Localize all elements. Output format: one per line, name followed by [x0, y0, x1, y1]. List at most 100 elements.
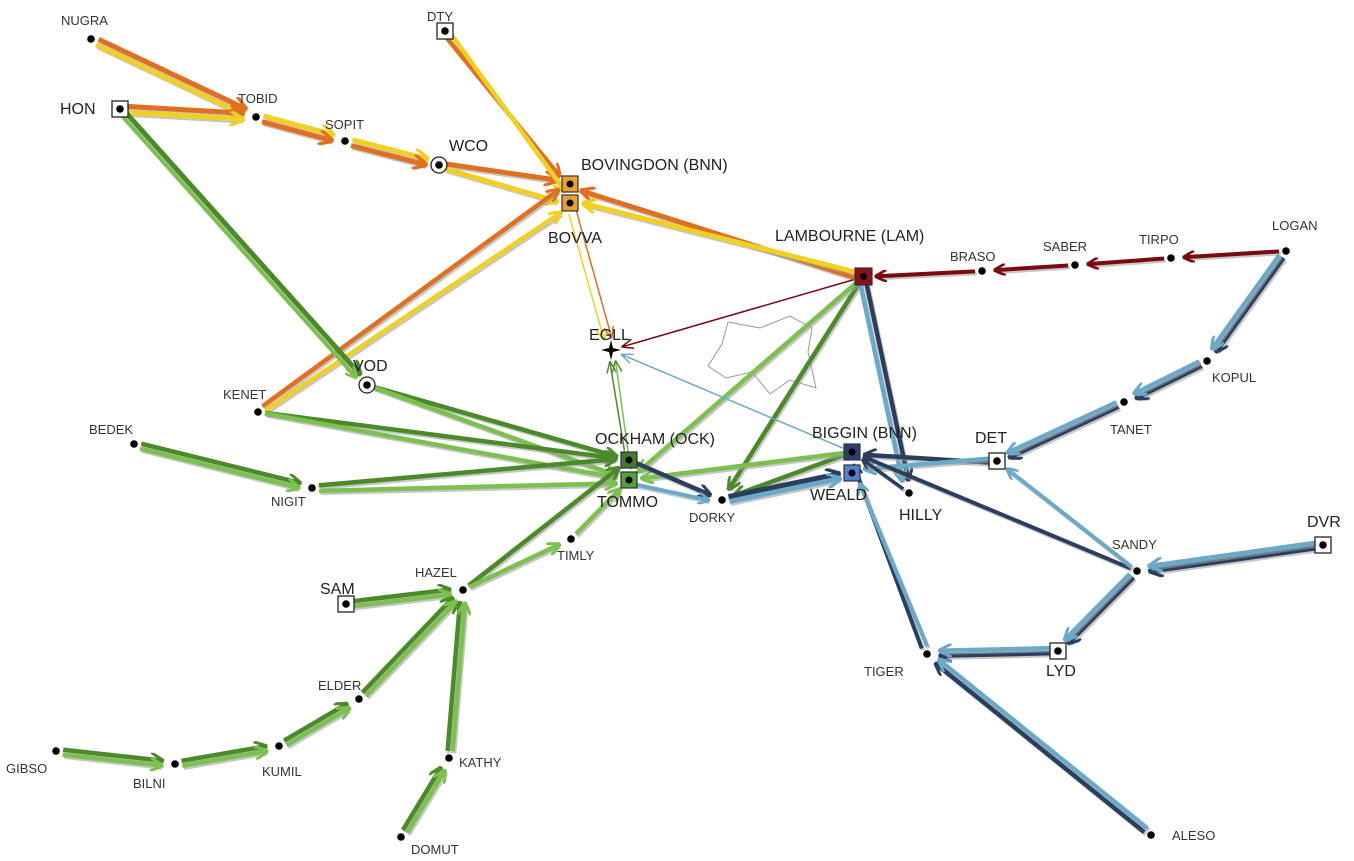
route-braso-lam — [877, 269, 976, 276]
london-boundary — [707, 315, 817, 395]
route-shadow-logan-kopul — [1212, 255, 1283, 352]
waypoint-dot-braso — [978, 267, 986, 275]
route-hon-vod — [124, 111, 359, 373]
route-bedek-nigit — [139, 446, 298, 488]
waypoint-dot-tiger — [923, 650, 931, 658]
route-sandy-lyd — [1066, 572, 1132, 639]
route-shadow-elder-hazel — [362, 599, 456, 697]
label-sopit: SOPIT — [325, 117, 364, 132]
route-kopul-tanet — [1135, 359, 1201, 393]
route-kenet-ock — [264, 410, 615, 458]
route-shadow-elder-hazel — [365, 602, 459, 700]
route-shadow-kumil-elder — [284, 704, 349, 745]
route-dvr-sandy — [1150, 540, 1316, 566]
route-elder-hazel — [364, 602, 456, 698]
label-big: BIGGIN (BNN) — [812, 425, 917, 442]
route-bedek-nigit — [140, 441, 299, 483]
route-shadow-saber-braso — [997, 265, 1070, 275]
bovingdon-hold-symbol — [561, 175, 579, 212]
label-tobid: TOBID — [238, 91, 278, 106]
waypoint-dot-elder — [355, 695, 363, 703]
route-kopul-tanet — [1137, 363, 1203, 398]
waypoint-dot-dty — [441, 27, 449, 35]
route-shadow-tanet-det — [1011, 406, 1121, 461]
waypoint-dot-bedek — [130, 440, 138, 448]
route-bilni-kumil — [182, 751, 265, 768]
label-timly: TIMLY — [557, 548, 595, 563]
route-shadow-domut-kathy — [406, 772, 448, 836]
label-weald: WEALD — [810, 487, 867, 504]
route-kathy-hazel — [450, 604, 465, 752]
route-tommo-dorky — [634, 482, 707, 500]
waypoint-dot-vod — [363, 381, 371, 389]
label-lyd: LYD — [1046, 663, 1076, 680]
label-tiger: TIGER — [864, 664, 904, 679]
label-det: DET — [975, 430, 1007, 447]
route-logan-kopul — [1217, 256, 1286, 351]
label-bovva: BOVVA — [548, 230, 602, 247]
waypoint-dot-wco — [435, 161, 443, 169]
route-hon-vod — [120, 114, 355, 376]
route-nugra-tobid — [97, 37, 245, 108]
route-shadow-tirpo-saber — [1090, 258, 1166, 268]
route-sam-hazel — [352, 590, 449, 604]
route-ock-dorky — [634, 460, 709, 495]
label-hazel: HAZEL — [415, 565, 457, 580]
route-wco-bnn — [445, 161, 556, 180]
label-braso: BRASO — [950, 249, 996, 264]
waypoint-dot-lyd — [1054, 647, 1062, 655]
waypoint-dot-bilni — [171, 760, 179, 768]
route-shadow-kopul-tanet — [1137, 365, 1205, 402]
label-bilni: BILNI — [133, 776, 166, 791]
waypoint-dot-kopul — [1203, 357, 1211, 365]
ockham-hold-symbol — [620, 451, 638, 489]
route-sopit-wco — [350, 143, 425, 165]
waypoint-dot-sopit — [341, 137, 349, 145]
label-aleso: ALESO — [1172, 828, 1215, 843]
label-elder: ELDER — [318, 678, 361, 693]
waypoint-dot-tobid — [252, 113, 260, 121]
route-kumil-elder — [285, 709, 349, 747]
label-hilly: HILLY — [899, 507, 943, 524]
route-vod-ock — [373, 384, 616, 456]
route-lam-tommo — [640, 279, 860, 471]
route-bilni-kumil — [181, 746, 265, 764]
waypoint-dot-kenet — [254, 408, 262, 416]
route-saber-braso — [996, 263, 1069, 270]
approach-ock-egll — [610, 362, 626, 451]
route-shadow-logan-kopul — [1216, 258, 1287, 355]
label-nigit: NIGIT — [271, 494, 306, 509]
label-bedek: BEDEK — [89, 422, 133, 437]
waypoint-dot-logan — [1282, 247, 1290, 255]
label-vod: VOD — [353, 358, 388, 375]
route-big-dorky — [735, 452, 847, 495]
waypoint-dot-nigit — [308, 484, 316, 492]
waypoint-dot-det — [993, 457, 1001, 465]
route-hilly-big — [863, 460, 905, 491]
route-timly-tommo — [574, 490, 619, 536]
route-domut-kathy — [401, 769, 440, 832]
approach-lam-egll — [623, 279, 854, 347]
approach-bovva-egll — [568, 213, 604, 340]
waypoint-dot-gibso — [52, 747, 60, 755]
label-tanet: TANET — [1110, 422, 1152, 437]
route-lam-bovva — [584, 204, 858, 275]
waypoint-dot-hazel — [459, 586, 467, 594]
label-gibso: GIBSO — [6, 761, 47, 776]
route-hazel-ock — [467, 469, 618, 588]
route-nigit-tommo — [319, 483, 615, 494]
label-egll: EGLL — [589, 327, 630, 344]
label-wco: WCO — [449, 138, 488, 155]
waypoint-dot-kathy — [445, 754, 453, 762]
waypoint-dot-sam — [342, 600, 350, 608]
waypoint-dot-kumil — [275, 742, 283, 750]
label-kenet: KENET — [223, 387, 266, 402]
route-shadow-hazel-ock — [468, 468, 621, 590]
label-dvr: DVR — [1307, 514, 1341, 531]
route-gibso-bilni — [62, 747, 161, 761]
route-aleso-tiger — [940, 660, 1149, 831]
route-logan-tirpo — [1185, 249, 1280, 257]
label-tirpo: TIRPO — [1139, 232, 1179, 247]
route-shadow-lam-dorky — [729, 283, 863, 492]
